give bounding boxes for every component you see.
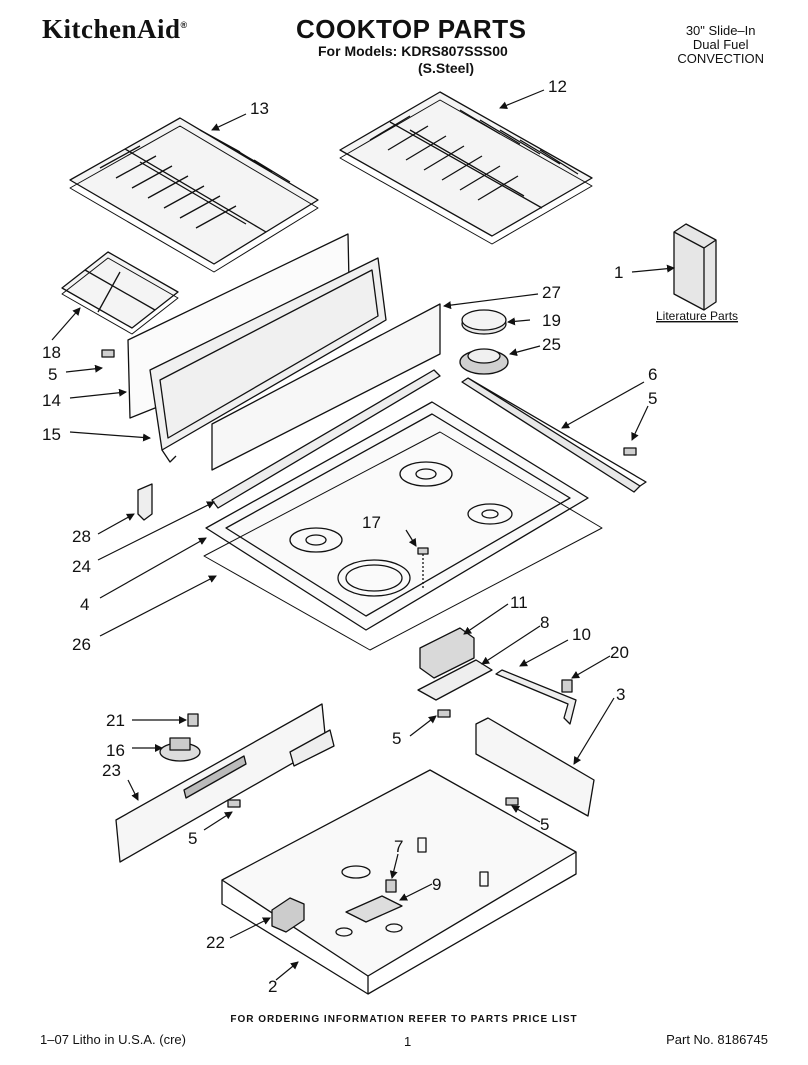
screw-17 bbox=[417, 547, 429, 590]
callout-9: 9 bbox=[432, 875, 441, 894]
clip-28 bbox=[137, 483, 153, 521]
callout-27: 27 bbox=[542, 283, 561, 302]
small-grate bbox=[61, 251, 179, 335]
bracket-10 bbox=[495, 669, 577, 725]
screw-20 bbox=[561, 679, 573, 693]
bracket-8 bbox=[417, 659, 493, 701]
screw-5-lower-right bbox=[505, 797, 519, 806]
spec-block: 30" Slide–In Dual Fuel CONVECTION bbox=[677, 24, 764, 66]
callout-26: 26 bbox=[72, 635, 91, 654]
callout-14: 14 bbox=[42, 391, 61, 410]
callout-5-right: 5 bbox=[648, 389, 657, 408]
burner-box bbox=[221, 769, 577, 995]
screw-21 bbox=[187, 713, 199, 727]
valve-22 bbox=[271, 897, 305, 933]
screw-5-right bbox=[623, 447, 637, 456]
callout-3: 3 bbox=[616, 685, 625, 704]
callout-18: 18 bbox=[42, 343, 61, 362]
right-grate bbox=[339, 91, 593, 245]
callout-24: 24 bbox=[72, 557, 91, 576]
callout-22: 22 bbox=[206, 933, 225, 952]
screw-5-mid bbox=[437, 709, 451, 718]
callout-12: 12 bbox=[548, 77, 567, 96]
callout-11: 11 bbox=[510, 593, 528, 612]
callout-6: 6 bbox=[648, 365, 657, 384]
callout-4: 4 bbox=[80, 595, 89, 614]
callout-25: 25 bbox=[542, 335, 561, 354]
finish-line: (S.Steel) bbox=[418, 60, 475, 76]
literature-booklet bbox=[673, 223, 717, 311]
callout-20: 20 bbox=[610, 643, 629, 662]
support-bracket bbox=[475, 717, 595, 817]
callout-23: 23 bbox=[102, 761, 121, 780]
callout-17: 17 bbox=[362, 513, 381, 532]
glass-panel bbox=[211, 303, 441, 471]
callout-1: 1 bbox=[614, 263, 623, 282]
callout-7: 7 bbox=[394, 837, 403, 856]
spec-type: CONVECTION bbox=[677, 51, 764, 66]
callout-5-lower-right: 5 bbox=[540, 815, 549, 834]
callout-5-lower-left: 5 bbox=[188, 829, 197, 848]
brand-logo: KitchenAid® bbox=[42, 14, 188, 45]
callout-8: 8 bbox=[540, 613, 549, 632]
spec-size: 30" Slide–In bbox=[685, 23, 756, 38]
valve-16 bbox=[159, 737, 201, 762]
plate-9 bbox=[345, 895, 403, 923]
manifold-bracket bbox=[115, 703, 335, 863]
spec-fuel: Dual Fuel bbox=[692, 37, 749, 52]
callout-5-top-left: 5 bbox=[48, 365, 57, 384]
page-number: 1 bbox=[404, 1034, 412, 1049]
literature-parts-label: Literature Parts bbox=[656, 309, 738, 323]
models-line: For Models: KDRS807SSS00 bbox=[318, 43, 508, 59]
rear-trim bbox=[461, 377, 647, 493]
part-number: Part No. 8186745 bbox=[666, 1032, 768, 1047]
screw-5-lower-left bbox=[227, 799, 241, 808]
callout-5-mid: 5 bbox=[392, 729, 401, 748]
backguard-panel bbox=[127, 233, 387, 463]
brand-name: KitchenAid bbox=[42, 14, 181, 44]
burner-base bbox=[459, 348, 509, 375]
screw-7 bbox=[385, 879, 397, 893]
callout-15: 15 bbox=[42, 425, 61, 444]
callout-16: 16 bbox=[106, 741, 125, 760]
gasket bbox=[203, 431, 603, 651]
left-grate bbox=[69, 117, 319, 273]
spark-module bbox=[419, 627, 475, 679]
callout-2: 2 bbox=[268, 977, 277, 996]
page-title: COOKTOP PARTS bbox=[296, 14, 527, 44]
callout-10: 10 bbox=[572, 625, 591, 644]
callout-19: 19 bbox=[542, 311, 561, 330]
cooktop-main bbox=[205, 369, 589, 631]
ordering-note: FOR ORDERING INFORMATION REFER TO PARTS … bbox=[230, 1014, 578, 1025]
screw-5-top-left bbox=[101, 349, 115, 358]
registered-mark: ® bbox=[180, 20, 188, 30]
callout-21: 21 bbox=[106, 711, 125, 730]
litho-note: 1–07 Litho in U.S.A. (cre) bbox=[40, 1032, 186, 1047]
callout-13: 13 bbox=[250, 99, 269, 118]
burner-cap bbox=[461, 309, 507, 335]
callout-28: 28 bbox=[72, 527, 91, 546]
